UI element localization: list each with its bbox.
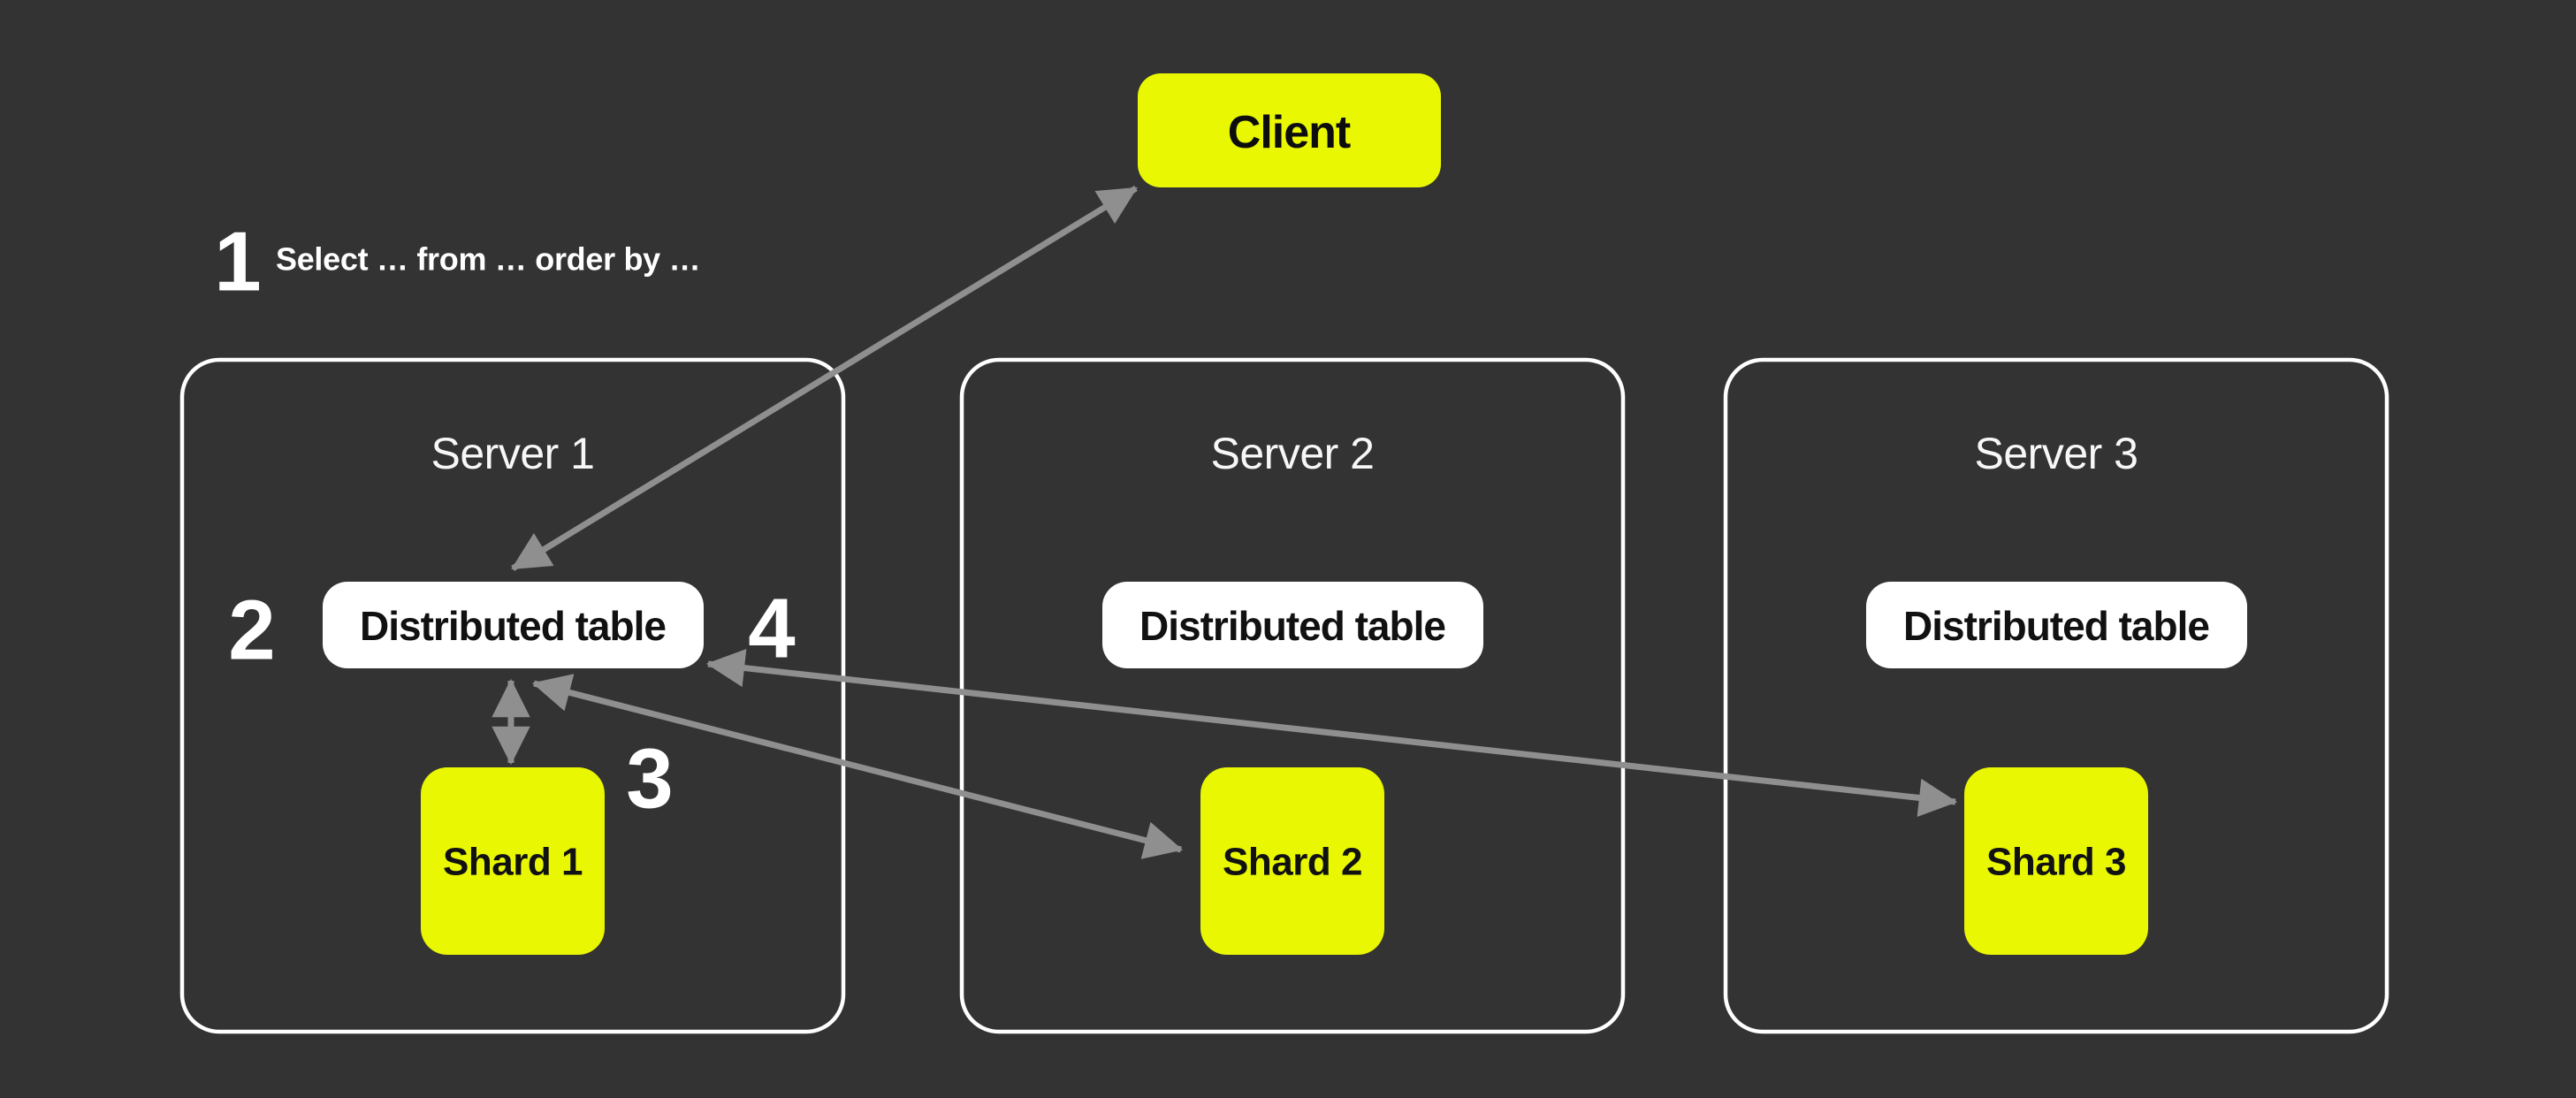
server-3-distributed-table-node bbox=[1866, 582, 2247, 668]
server-2-distributed-table-label: Distributed table bbox=[1139, 603, 1445, 649]
server-3-shard-label: Shard 3 bbox=[1986, 841, 2126, 884]
arrow-client-distributed-table bbox=[511, 186, 1138, 571]
server-1-title: Server 1 bbox=[431, 429, 595, 478]
server-1-distributed-table-node bbox=[323, 582, 704, 668]
server-2-shard-label: Shard 2 bbox=[1223, 841, 1362, 884]
step-3-number: 3 bbox=[626, 732, 673, 827]
client-node bbox=[1138, 73, 1441, 187]
step-1-number: 1 bbox=[214, 215, 261, 309]
server-1-distributed-table-label: Distributed table bbox=[360, 603, 666, 649]
server-1-shard-label: Shard 1 bbox=[443, 841, 583, 884]
step-4-number: 4 bbox=[748, 582, 795, 676]
server-2-title: Server 2 bbox=[1211, 429, 1375, 478]
step-2-number: 2 bbox=[228, 583, 275, 678]
arrow-distributed-table-shard-3 bbox=[705, 648, 1958, 818]
server-3-group: Server 3 Distributed table Shard 3 bbox=[1723, 357, 2389, 1034]
client-group: Client bbox=[1138, 73, 1441, 187]
server-3-title: Server 3 bbox=[1975, 429, 2138, 478]
server-2-distributed-table-node bbox=[1102, 582, 1483, 668]
client-label: Client bbox=[1228, 107, 1351, 158]
server-3-shard-node bbox=[1964, 767, 2148, 955]
server-3-distributed-table-label: Distributed table bbox=[1903, 603, 2209, 649]
step-1-query-text: Select … from … order by … bbox=[276, 241, 700, 278]
step-labels-group: 1 Select … from … order by … 2 3 4 bbox=[214, 215, 795, 827]
arrows-group bbox=[492, 186, 1958, 859]
server-2-group: Server 2 Distributed table Shard 2 bbox=[959, 357, 1626, 1034]
